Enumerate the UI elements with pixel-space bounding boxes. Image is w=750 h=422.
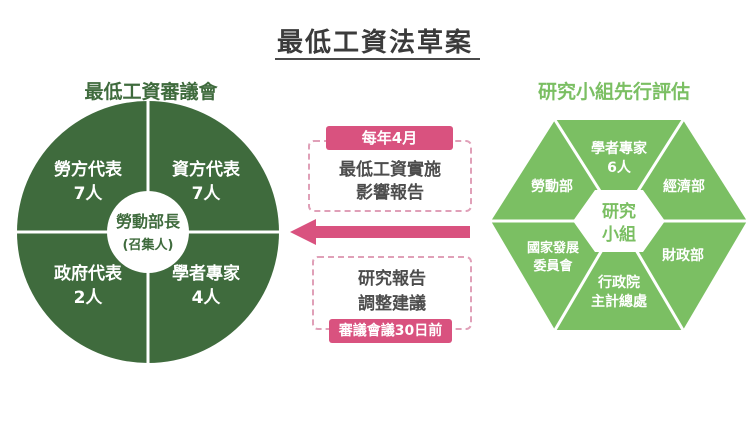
quadrant-scholars-name: 學者專家 — [172, 263, 240, 284]
segment-scholars-name: 學者專家 — [591, 140, 648, 157]
segment-labor-ministry: 勞動部 — [531, 178, 573, 195]
segment-scholars-count: 6人 — [607, 159, 632, 176]
segment-ndc-line1: 國家發展 — [527, 240, 580, 256]
quadrant-employer-count: 7人 — [192, 184, 222, 204]
research-center-hexagon — [573, 190, 665, 252]
council-convener-title: 勞動部長 — [116, 212, 181, 231]
segment-finance-ministry: 財政部 — [661, 247, 704, 264]
adjustment-proposal-box: 研究報告 調整建議 — [312, 256, 472, 330]
council-center-disc — [107, 191, 189, 273]
segment-ndc-line2: 委員會 — [532, 258, 573, 274]
segment-economy-ministry: 經濟部 — [663, 178, 705, 195]
annual-april-badge: 每年4月 — [326, 126, 453, 150]
council-heading: 最低工資審議會 — [84, 81, 218, 103]
impact-report-box: 最低工資實施 影響報告 — [308, 140, 472, 212]
impact-report-line1: 最低工資實施 — [339, 160, 441, 180]
adjustment-proposal-line1: 研究報告 — [358, 269, 426, 289]
page-title: 最低工資法草案 — [276, 28, 473, 58]
quadrant-employer-name: 資方代表 — [172, 159, 241, 180]
research-group-heading: 研究小組先行評估 — [537, 81, 690, 103]
deadline-badge: 審議會議30日前 — [329, 319, 452, 343]
segment-budget-line2: 主計總處 — [591, 293, 648, 310]
segment-budget-line1: 行政院 — [597, 274, 640, 291]
council-convener-role: (召集人) — [123, 237, 174, 253]
impact-report-line2: 影響報告 — [356, 183, 424, 203]
quadrant-labor-count: 7人 — [74, 184, 104, 204]
adjustment-proposal-line2: 調整建議 — [358, 294, 426, 314]
quadrant-government-name: 政府代表 — [54, 263, 123, 284]
quadrant-scholars-count: 4人 — [192, 288, 222, 308]
research-center-line1: 研究 — [602, 201, 636, 222]
flow-arrow-left — [290, 219, 470, 245]
quadrant-government-count: 2人 — [74, 288, 104, 308]
research-center-line2: 小組 — [602, 224, 636, 245]
quadrant-labor-name: 勞方代表 — [54, 159, 123, 180]
title-underline — [275, 58, 480, 60]
